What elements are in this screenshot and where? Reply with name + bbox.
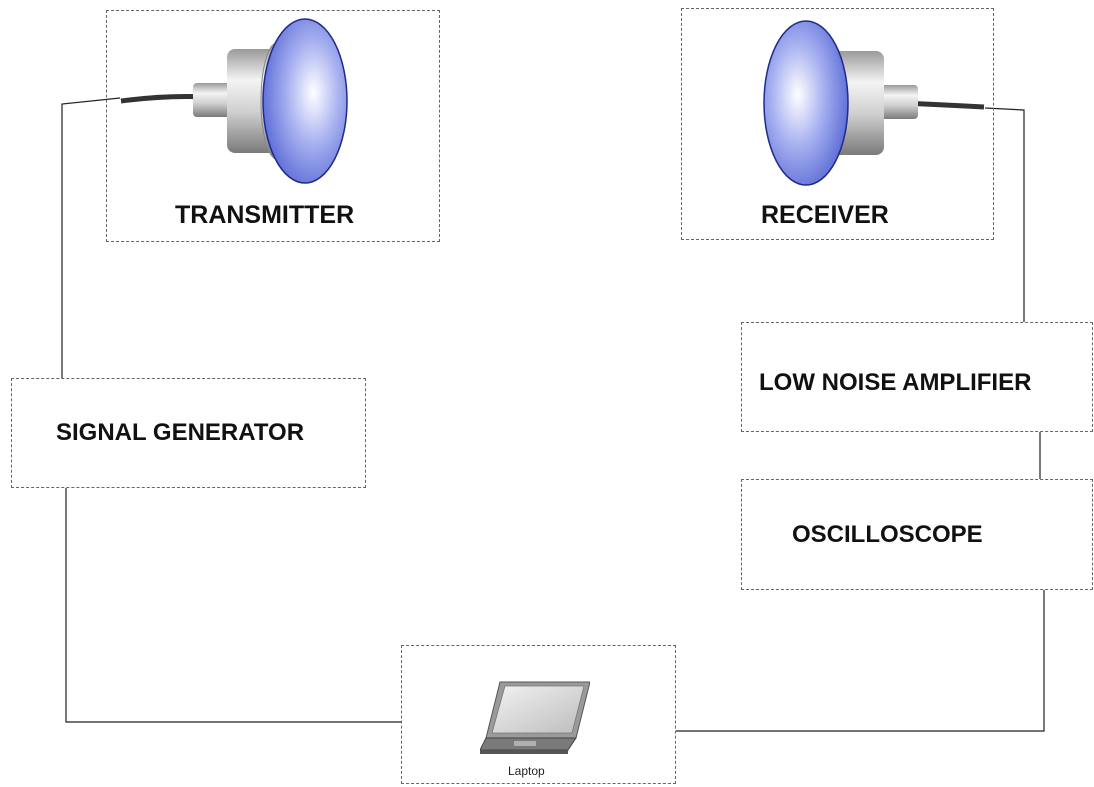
transmitter-label: TRANSMITTER [175,201,355,229]
laptop-label: Laptop [508,764,545,778]
low-noise-amplifier-block: LOW NOISE AMPLIFIER [741,322,1093,432]
transducer-icon [763,20,985,186]
oscilloscope-label: OSCILLOSCOPE [792,521,983,548]
transducer-icon [120,18,348,184]
transmitter-block: TRANSMITTER [106,10,440,242]
signal-generator-label: SIGNAL GENERATOR [56,419,305,446]
wire-transmitter-signal-generator [61,97,121,378]
wire-signal-generator-laptop [65,488,401,723]
signal-generator-block: SIGNAL GENERATOR [11,378,366,488]
receiver-block: RECEIVER [681,8,994,240]
low-noise-amplifier-label: LOW NOISE AMPLIFIER [759,369,1032,396]
laptop-icon [480,681,590,754]
wire-laptop-oscilloscope [676,590,1045,732]
receiver-label: RECEIVER [761,201,889,229]
wire-receiver-amplifier [984,107,1025,322]
oscilloscope-block: OSCILLOSCOPE [741,479,1093,590]
laptop-block: Laptop [401,645,676,784]
